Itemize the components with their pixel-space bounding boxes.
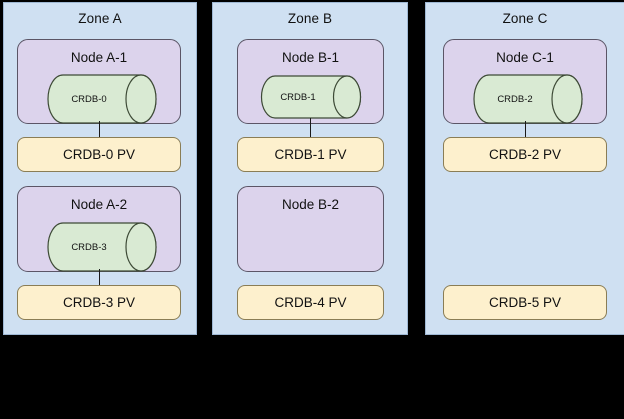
database-cylinder-crdb-3[interactable]: CRDB-3 (47, 222, 157, 272)
connector-crdb-2-to-pv (525, 121, 526, 138)
pv-box-crdb-3[interactable]: CRDB-3 PV (17, 285, 181, 320)
pv-box-crdb-2[interactable]: CRDB-2 PV (443, 137, 607, 172)
connector-crdb-1-to-pv (310, 118, 311, 138)
node-b-1-label: Node B-1 (281, 50, 340, 65)
pv-box-crdb-1[interactable]: CRDB-1 PV (237, 137, 384, 172)
connector-crdb-3-to-pv (99, 269, 100, 286)
zone-b-label: Zone B (287, 11, 333, 26)
pv-box-crdb-0[interactable]: CRDB-0 PV (17, 137, 181, 172)
node-b-2-label: Node B-2 (281, 197, 340, 212)
pv-box-crdb-5[interactable]: CRDB-5 PV (443, 285, 607, 320)
zone-a-label: Zone A (78, 11, 122, 26)
node-c-1-label: Node C-1 (496, 50, 554, 65)
node-a-2-label: Node A-2 (70, 197, 128, 212)
connector-crdb-0-to-pv (99, 121, 100, 138)
zone-c-label: Zone C (502, 11, 548, 26)
pv-box-crdb-4[interactable]: CRDB-4 PV (237, 285, 384, 320)
node-box-b-2[interactable]: Node B-2 (237, 186, 384, 272)
node-a-1-label: Node A-1 (70, 50, 128, 65)
database-cylinder-crdb-1[interactable]: CRDB-1 (260, 75, 362, 119)
database-cylinder-crdb-2[interactable]: CRDB-2 (473, 74, 583, 124)
database-cylinder-crdb-0[interactable]: CRDB-0 (47, 74, 157, 124)
